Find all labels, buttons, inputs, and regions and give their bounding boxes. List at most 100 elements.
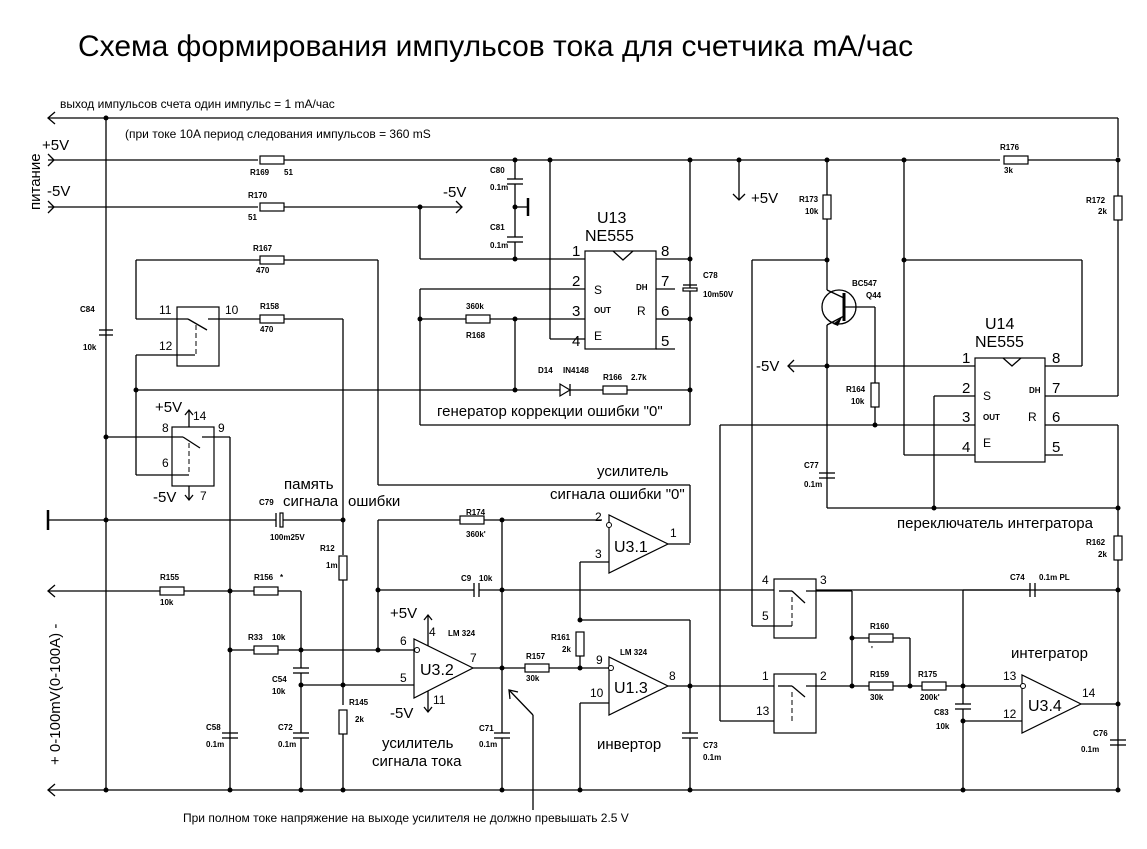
u13-pin2: 2 xyxy=(572,273,580,290)
r160-value: ' xyxy=(871,645,873,654)
r174-label: R174 xyxy=(466,508,486,517)
c73-label: C73 xyxy=(703,741,718,750)
sw2-pin7: 7 xyxy=(200,489,207,503)
cur-amp-label-2: сигнала тока xyxy=(372,753,462,770)
u13-name: U13 xyxy=(597,210,626,227)
isw1-pin3: 3 xyxy=(820,573,827,587)
u14-pin3: 3 xyxy=(962,409,970,426)
u13-inverter xyxy=(579,656,778,790)
u14-pin4: 4 xyxy=(962,439,970,456)
r176-label: R176 xyxy=(1000,143,1020,152)
r12-value: 1m xyxy=(326,561,338,570)
int-switch-label: переключатель интегратора xyxy=(897,515,1094,532)
c83-value: 10k xyxy=(936,722,950,731)
sw1-pin10: 10 xyxy=(225,303,239,317)
u13-pin1: 1 xyxy=(572,243,580,260)
r164-label: R164 xyxy=(846,385,866,394)
u31-label: U3.1 xyxy=(614,539,648,556)
r145-value: 2k xyxy=(355,715,364,724)
sw-plus5v: +5V xyxy=(155,399,182,416)
inverter-label: инвертор xyxy=(597,736,661,753)
integrator-switches xyxy=(719,425,1022,734)
u34-label: U3.4 xyxy=(1028,698,1062,715)
u31-pin1: 1 xyxy=(670,526,677,540)
u13-out: OUT xyxy=(594,306,611,315)
r166-label: R166 xyxy=(603,373,623,382)
output-pulse-label: выход импульсов счета один импульс = 1 m… xyxy=(60,97,335,111)
r156-value: * xyxy=(280,573,284,582)
r12-label: R12 xyxy=(320,544,335,553)
c79-label: C79 xyxy=(259,498,274,507)
r173-value: 10k xyxy=(805,207,819,216)
c58-label: C58 xyxy=(206,723,221,732)
u32-pin11: 11 xyxy=(433,693,446,707)
u14-pin8: 8 xyxy=(1052,350,1060,367)
r161-label: R161 xyxy=(551,633,571,642)
r173-label: R173 xyxy=(799,195,819,204)
r162-value: 2k xyxy=(1098,550,1107,559)
u32-label: U3.2 xyxy=(420,662,454,679)
r157-label: R157 xyxy=(526,652,546,661)
u32-pin5: 5 xyxy=(400,671,407,685)
minus5v-label: -5V xyxy=(47,183,70,200)
r155-value: 10k xyxy=(160,598,174,607)
c81-value: 0.1m xyxy=(490,241,508,250)
r170-value: 51 xyxy=(248,213,257,222)
u14-pin1: 1 xyxy=(962,350,970,367)
u13op-pin9: 9 xyxy=(596,653,603,667)
r157-value: 30k xyxy=(526,674,540,683)
u14-chip xyxy=(720,160,1123,790)
left-column xyxy=(46,118,691,793)
u13-pin3: 3 xyxy=(572,303,580,320)
c80-label: C80 xyxy=(490,166,505,175)
u34-pin12: 12 xyxy=(1003,707,1017,721)
c80-value: 0.1m xyxy=(490,183,508,192)
sw2-pin14: 14 xyxy=(193,409,207,423)
integrator-label: интегратор xyxy=(1011,645,1088,662)
r158-label: R158 xyxy=(260,302,280,311)
u13-type: NE555 xyxy=(585,228,634,245)
memory-label-2: сигнала xyxy=(283,493,339,510)
u14-pin6: 6 xyxy=(1052,409,1060,426)
c54-label: C54 xyxy=(272,675,287,684)
r33-label: R33 xyxy=(248,633,263,642)
r160-label: R160 xyxy=(870,622,890,631)
r158-value: 470 xyxy=(260,325,274,334)
minus5v-out-label: -5V xyxy=(443,184,466,201)
u13op-pin8: 8 xyxy=(669,669,676,683)
isw1-pin5: 5 xyxy=(762,609,769,623)
r159-value: 30k xyxy=(870,693,884,702)
c78-value: 10m50V xyxy=(703,290,734,299)
isw1-pin4: 4 xyxy=(762,573,769,587)
c76-label: C76 xyxy=(1093,729,1108,738)
u31-pin3: 3 xyxy=(595,547,602,561)
u13-s: S xyxy=(594,283,602,297)
r162-label: R162 xyxy=(1086,538,1106,547)
c74-label: C74 xyxy=(1010,573,1025,582)
u14-pin7: 7 xyxy=(1052,380,1060,397)
period-note: (при токе 10A период следования импульсо… xyxy=(125,127,431,141)
c80-c81 xyxy=(507,160,530,259)
q44-label: Q44 xyxy=(866,291,882,300)
u32-minus5v: -5V xyxy=(390,705,413,722)
r169-value: 51 xyxy=(284,168,293,177)
d14-label: D14 xyxy=(538,366,553,375)
u34-pin13: 13 xyxy=(1003,669,1017,683)
c77-label: C77 xyxy=(804,461,819,470)
isw2-pin1: 1 xyxy=(762,669,769,683)
schematic-title: Схема формирования импульсов тока для сч… xyxy=(78,30,913,63)
q44-type: BC547 xyxy=(852,279,877,288)
transistor-section xyxy=(732,160,1121,511)
minus5v-label-2: -5V xyxy=(756,358,779,375)
c81-label: C81 xyxy=(490,223,505,232)
sw1-pin11: 11 xyxy=(159,303,172,317)
r161-value: 2k xyxy=(562,645,571,654)
r172-label: R172 xyxy=(1086,196,1106,205)
u34-pin14: 14 xyxy=(1082,686,1096,700)
c71-value: 0.1m xyxy=(479,740,497,749)
r167-label: R167 xyxy=(253,244,273,253)
d14-value: IN4148 xyxy=(563,366,589,375)
u14-name: U14 xyxy=(985,316,1014,333)
u31-opamp xyxy=(575,514,691,733)
u13-pin7: 7 xyxy=(661,273,669,290)
